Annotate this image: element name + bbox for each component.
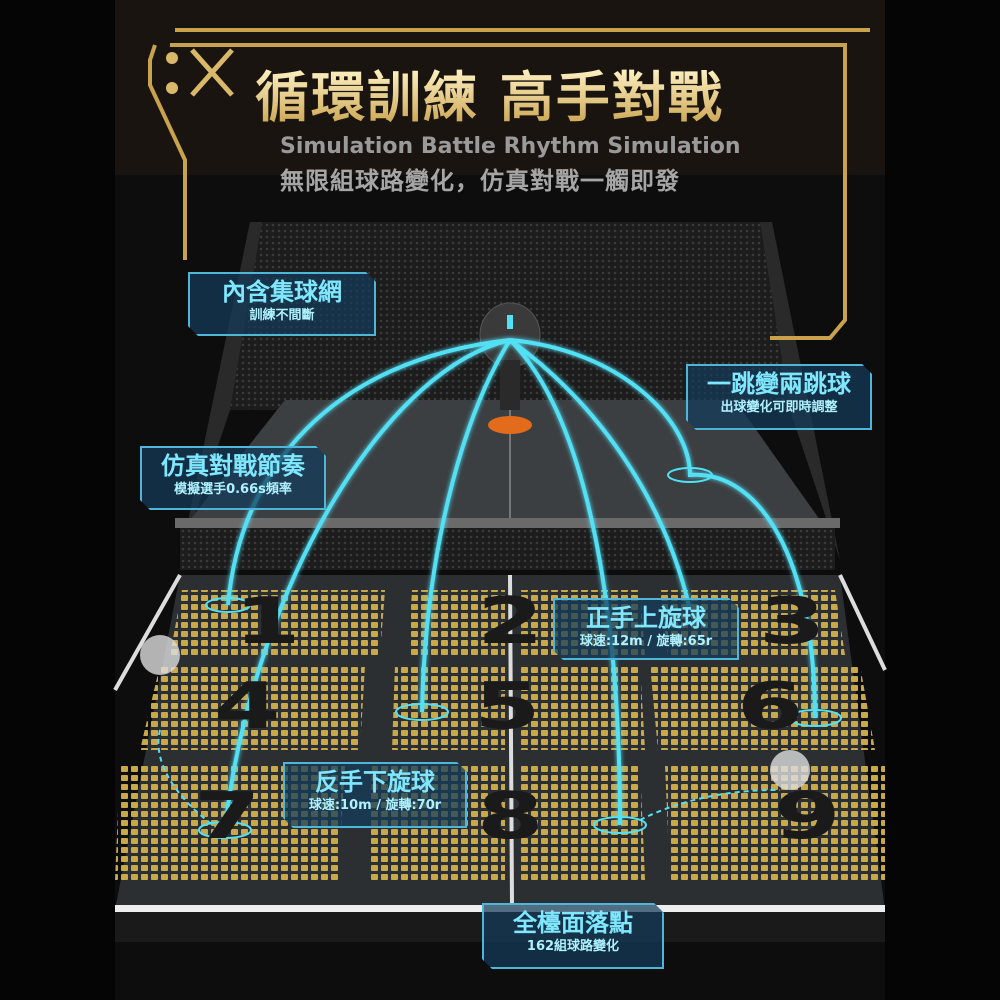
callout-backhand-backspin: 反手下旋球 球速:10m / 旋轉:70r xyxy=(283,762,467,828)
callout-subtitle: 出球變化可即時調整 xyxy=(720,400,838,415)
bounce-path xyxy=(639,789,781,821)
zone-number-9: 9 xyxy=(773,780,841,854)
callout-subtitle: 球速:10m / 旋轉:70r xyxy=(308,798,442,813)
bounce-path xyxy=(157,729,221,831)
gold-frame-left xyxy=(148,28,870,260)
frame-dot-icon xyxy=(166,82,178,94)
zone-5 xyxy=(392,665,505,750)
center-line xyxy=(508,574,514,906)
callout-double-bounce: 一跳變兩跳球 出球變化可即時調整 xyxy=(686,364,872,430)
zone-number-1: 1 xyxy=(233,585,301,659)
gold-frame-right xyxy=(170,43,847,340)
callout-title: 正手上旋球 xyxy=(586,604,706,632)
table-net xyxy=(180,528,835,570)
callout-forehand-topspin: 正手上旋球 球速:12m / 旋轉:65r xyxy=(553,598,739,660)
zone-2 xyxy=(408,590,505,655)
callout-battle-rhythm: 仿真對戰節奏 模擬選手0.66s頻率 xyxy=(140,446,326,510)
callout-title: 一跳變兩跳球 xyxy=(707,370,851,398)
table-net-top xyxy=(175,518,840,528)
callout-title: 反手下旋球 xyxy=(315,768,435,796)
zone-number-2: 2 xyxy=(476,585,544,659)
table-far-half xyxy=(190,400,820,520)
callout-title: 全檯面落點 xyxy=(513,909,633,937)
trajectory-3 xyxy=(508,338,692,611)
callout-subtitle: 模擬選手0.66s頻率 xyxy=(174,482,292,497)
ball-icon xyxy=(770,750,810,790)
trajectory-5 xyxy=(420,338,512,713)
robot-base xyxy=(488,416,532,434)
zone-8b xyxy=(518,765,645,880)
zone-number-3: 3 xyxy=(758,585,826,659)
zone-number-7: 7 xyxy=(193,780,261,854)
zone-number-6: 6 xyxy=(736,670,804,744)
ball-icon xyxy=(140,635,180,675)
zone-6 xyxy=(650,665,875,750)
trajectory-8 xyxy=(508,338,622,826)
zone-number-4: 4 xyxy=(213,670,281,744)
callout-full-table: 全檯面落點 162組球路變化 xyxy=(482,903,664,969)
frame-dot-icon xyxy=(166,52,178,64)
callout-collector-net: 內含集球網 訓練不間斷 xyxy=(188,272,376,336)
subtitle-chinese: 無限組球路變化，仿真對戰一觸即發 xyxy=(280,167,680,195)
trajectory-6 xyxy=(509,338,817,719)
callout-subtitle: 訓練不間斷 xyxy=(249,308,315,323)
callout-subtitle: 球速:12m / 旋轉:65r xyxy=(579,634,713,649)
subtitle-english: Simulation Battle Rhythm Simulation xyxy=(280,134,741,159)
main-title: 循環訓練 高手對戰 xyxy=(255,66,724,129)
zone-4 xyxy=(140,665,365,750)
robot-arm xyxy=(500,360,520,410)
callout-subtitle: 162組球路變化 xyxy=(526,939,620,954)
zone-number-8: 8 xyxy=(476,780,544,854)
frame-x-icon xyxy=(190,48,234,97)
trajectory-1 xyxy=(226,338,511,606)
trajectories xyxy=(223,338,817,831)
trajectory-7 xyxy=(223,338,511,831)
callout-title: 內含集球網 xyxy=(222,278,342,306)
landing-rings xyxy=(198,467,842,839)
callout-title: 仿真對戰節奏 xyxy=(161,452,305,480)
zone-1 xyxy=(170,590,385,655)
zone-number-5: 5 xyxy=(473,670,541,744)
